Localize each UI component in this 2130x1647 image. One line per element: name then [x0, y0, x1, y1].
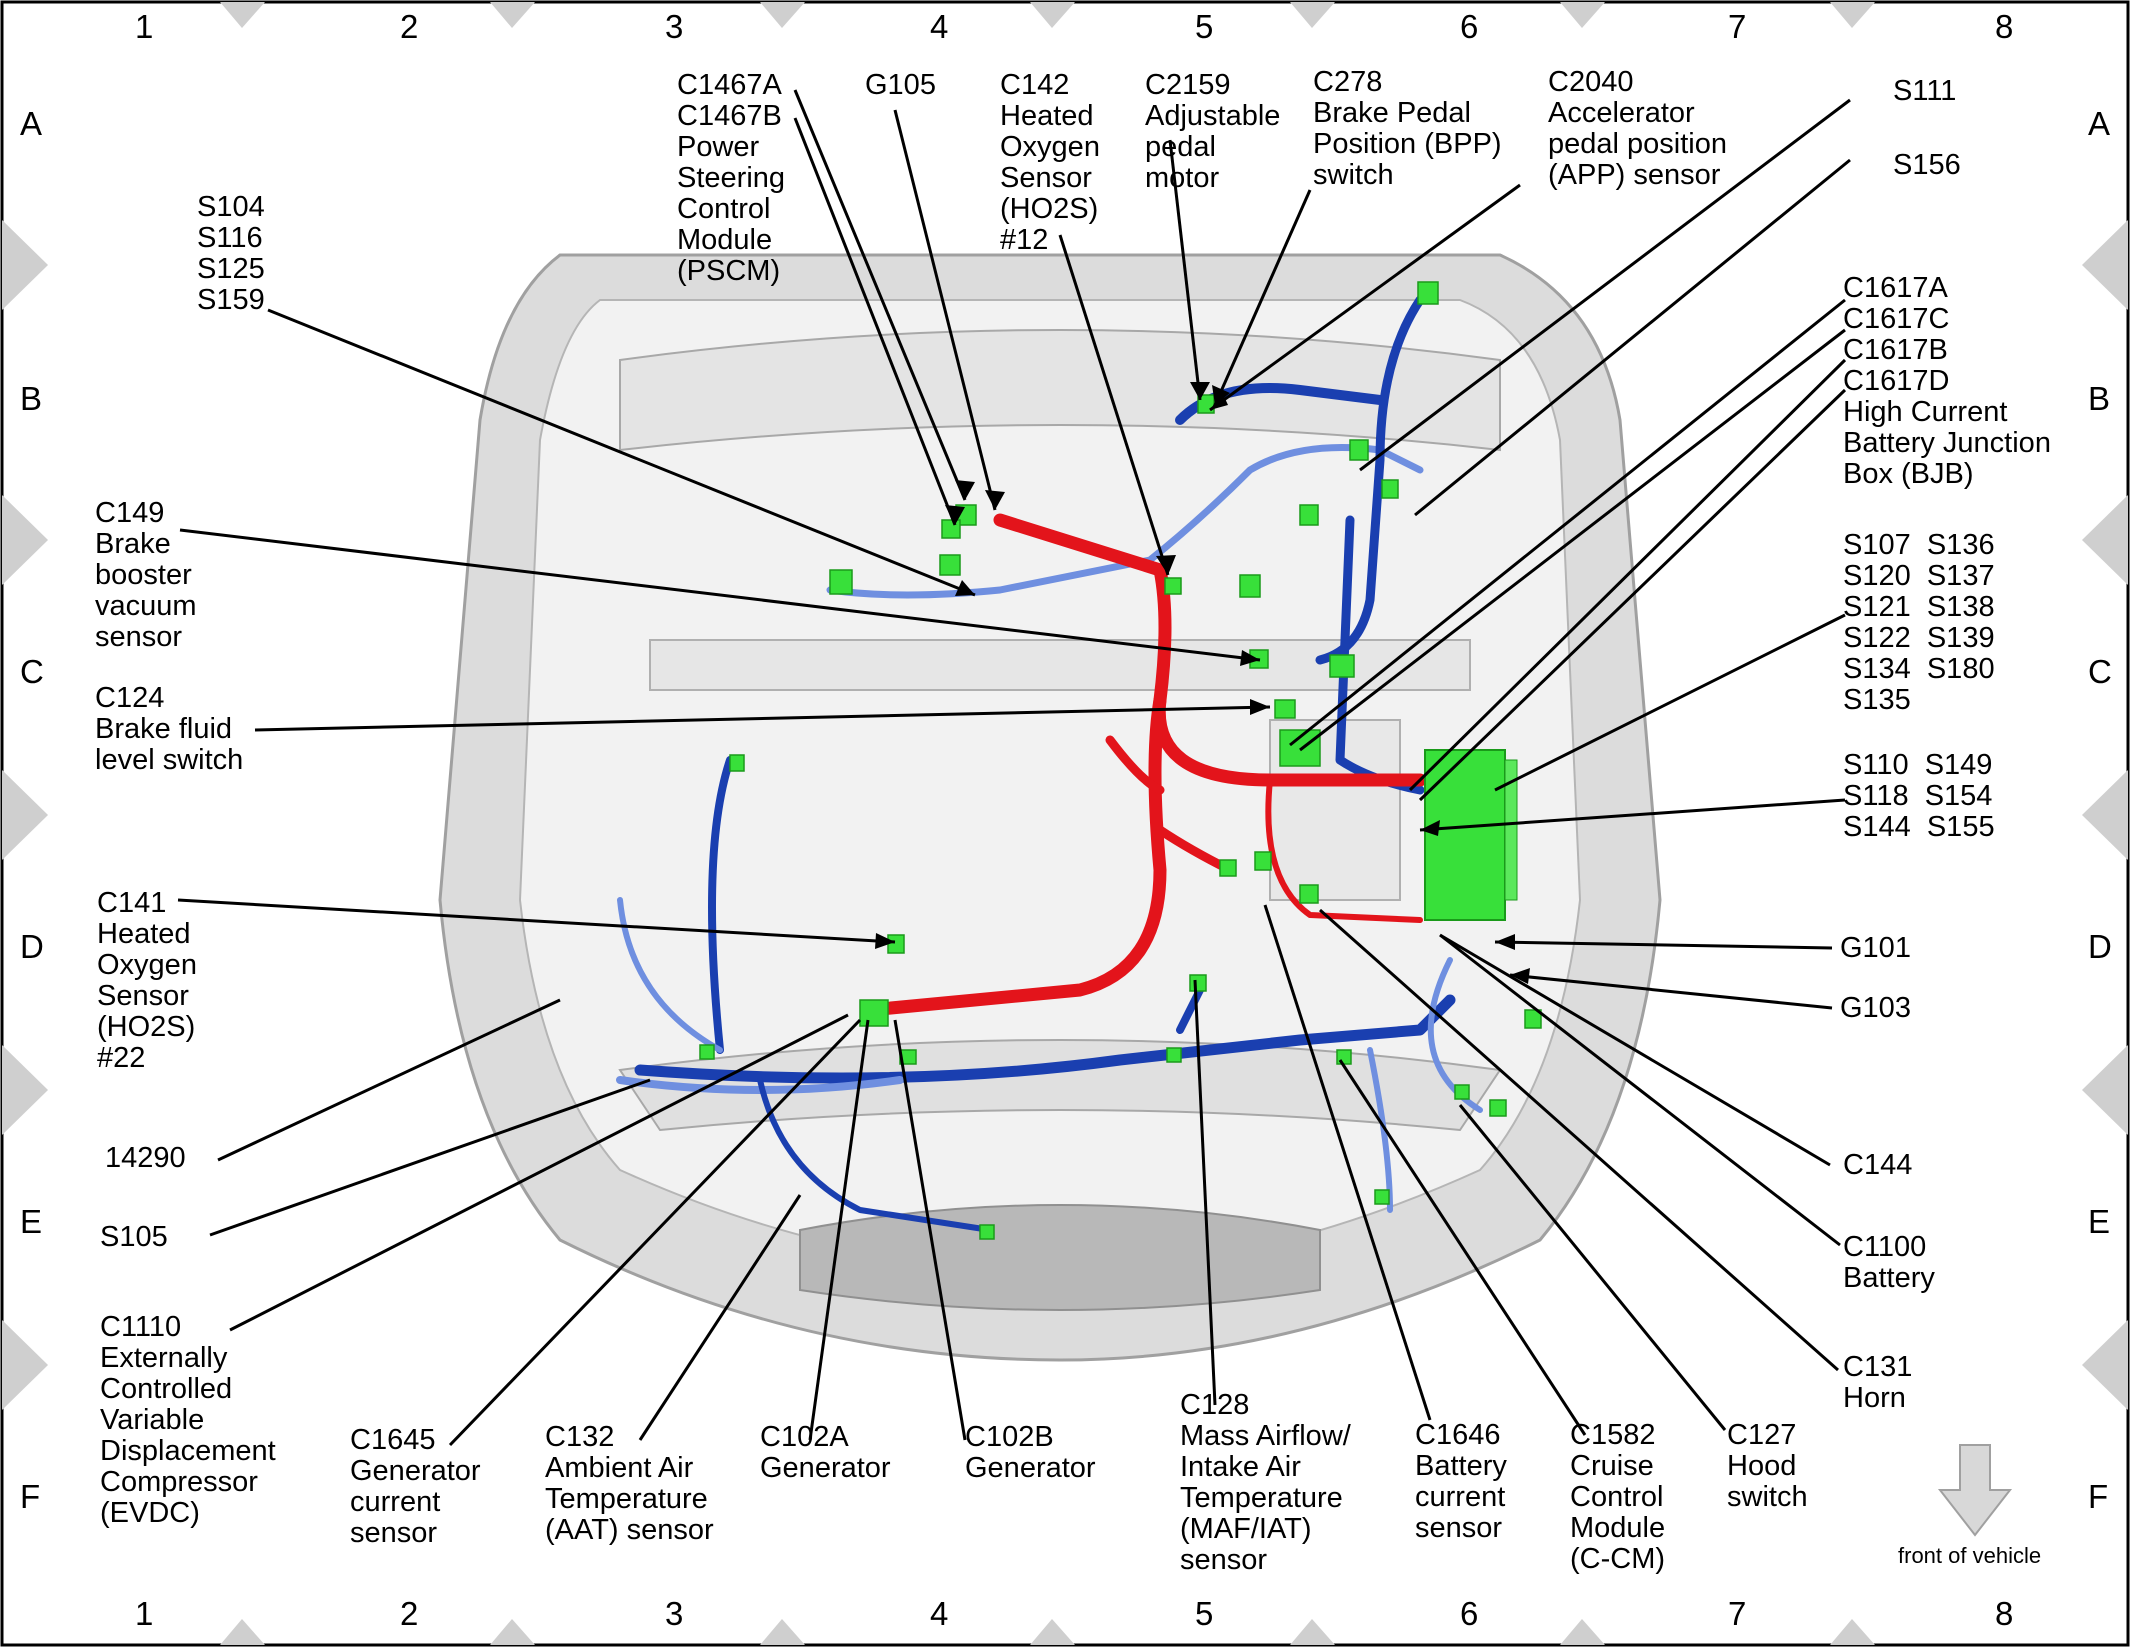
- grid-row-a-right: A: [2088, 105, 2111, 142]
- grid-row-b-right: B: [2088, 380, 2111, 417]
- wiring-harness: [616, 295, 1483, 1233]
- label-c102a-generator: C102A Generator: [760, 1421, 891, 1484]
- grid-col-5-bottom: 5: [1195, 1595, 1214, 1632]
- label-g101: G101: [1840, 932, 1911, 964]
- grid-col-5-top: 5: [1195, 8, 1214, 45]
- grid-col-1-top: 1: [135, 8, 154, 45]
- label-c2159-adjustable-pedal-motor: C2159 Adjustable pedal motor: [1145, 69, 1281, 194]
- grid-row-f-left: F: [20, 1478, 41, 1515]
- grid-col-3-top: 3: [665, 8, 684, 45]
- leader-arrowheads: [875, 382, 1530, 984]
- label-s156: S156: [1893, 149, 1961, 181]
- front-of-vehicle-label: front of vehicle: [1898, 1543, 2042, 1568]
- label-s111: S111: [1893, 75, 1957, 107]
- label-c1467-pscm: C1467A C1467B Power Steering Control Mod…: [677, 69, 786, 287]
- label-c1582-ccm: C1582 Cruise Control Module (C-CM): [1570, 1419, 1666, 1575]
- label-c2040-app-sensor: C2040 Accelerator pedal position (APP) s…: [1548, 66, 1727, 191]
- label-g103: G103: [1840, 992, 1911, 1024]
- label-c142-ho2s-12: C142 Heated Oxygen Sensor (HO2S) #12: [1000, 69, 1100, 256]
- label-c1645-generator-sensor: C1645 Generator current sensor: [350, 1424, 481, 1549]
- grid-col-6-top: 6: [1460, 8, 1479, 45]
- grid-col-2-top: 2: [400, 8, 419, 45]
- label-c1617-bjb: C1617A C1617C C1617B C1617D High Current…: [1843, 272, 2051, 490]
- label-c1100-battery: C1100 Battery: [1843, 1231, 1935, 1294]
- label-c149-brake-booster: C149 Brake booster vacuum sensor: [95, 497, 197, 653]
- grid-col-8-bottom: 8: [1995, 1595, 2014, 1632]
- grid-row-b-left: B: [20, 380, 43, 417]
- label-c278-bpp-switch: C278 Brake Pedal Position (BPP) switch: [1313, 66, 1502, 191]
- label-s107-group: S107 S136 S120 S137 S121 S138 S122 S139 …: [1843, 529, 1995, 716]
- grid-row-d-left: D: [20, 928, 44, 965]
- label-c141-ho2s-22: C141 Heated Oxygen Sensor (HO2S) #22: [97, 887, 197, 1074]
- label-c124-brake-fluid: C124 Brake fluid level switch: [95, 682, 244, 776]
- label-c128-maf-iat-sensor: C128 Mass Airflow/ Intake Air Temperatur…: [1180, 1389, 1351, 1576]
- grid-col-6-bottom: 6: [1460, 1595, 1479, 1632]
- grid-col-1-bottom: 1: [135, 1595, 154, 1632]
- grid-row-e-right: E: [2088, 1203, 2111, 1240]
- label-14290: 14290: [105, 1142, 186, 1174]
- grid-row-c-right: C: [2088, 653, 2112, 690]
- grid-row-f-right: F: [2088, 1478, 2109, 1515]
- label-c102b-generator: C102B Generator: [965, 1421, 1096, 1484]
- label-c1110-evdc: C1110 Externally Controlled Variable Dis…: [100, 1311, 276, 1529]
- label-s104-group: S104 S116 S125 S159: [197, 191, 265, 316]
- connectors: [699, 281, 1542, 1240]
- grid-col-3-bottom: 3: [665, 1595, 684, 1632]
- grid-row-c-left: C: [20, 653, 44, 690]
- grid-col-7-bottom: 7: [1728, 1595, 1747, 1632]
- grid-col-4-top: 4: [930, 8, 949, 45]
- grid-row-d-right: D: [2088, 928, 2112, 965]
- grid-col-8-top: 8: [1995, 8, 2014, 45]
- front-of-vehicle-arrow-icon: [1937, 1444, 2013, 1537]
- label-s105: S105: [100, 1221, 168, 1253]
- grid-col-4-bottom: 4: [930, 1595, 949, 1632]
- grid-col-7-top: 7: [1728, 8, 1747, 45]
- grid-row-e-left: E: [20, 1203, 43, 1240]
- label-g105: G105: [865, 69, 936, 101]
- label-c1646-battery-sensor: C1646 Battery current sensor: [1415, 1419, 1507, 1544]
- label-c131-horn: C131 Horn: [1843, 1351, 1913, 1414]
- battery-junction-box: [1424, 749, 1518, 921]
- grid-col-2-bottom: 2: [400, 1595, 419, 1632]
- leader-lines: [177, 89, 1851, 1447]
- grid-row-a-left: A: [20, 105, 43, 142]
- label-c132-aat-sensor: C132 Ambient Air Temperature (AAT) senso…: [545, 1421, 714, 1546]
- label-s110-group: S110 S149 S118 S154 S144 S155: [1843, 749, 1995, 843]
- label-c127-hood-switch: C127 Hood switch: [1727, 1419, 1808, 1513]
- label-c144: C144: [1843, 1149, 1913, 1181]
